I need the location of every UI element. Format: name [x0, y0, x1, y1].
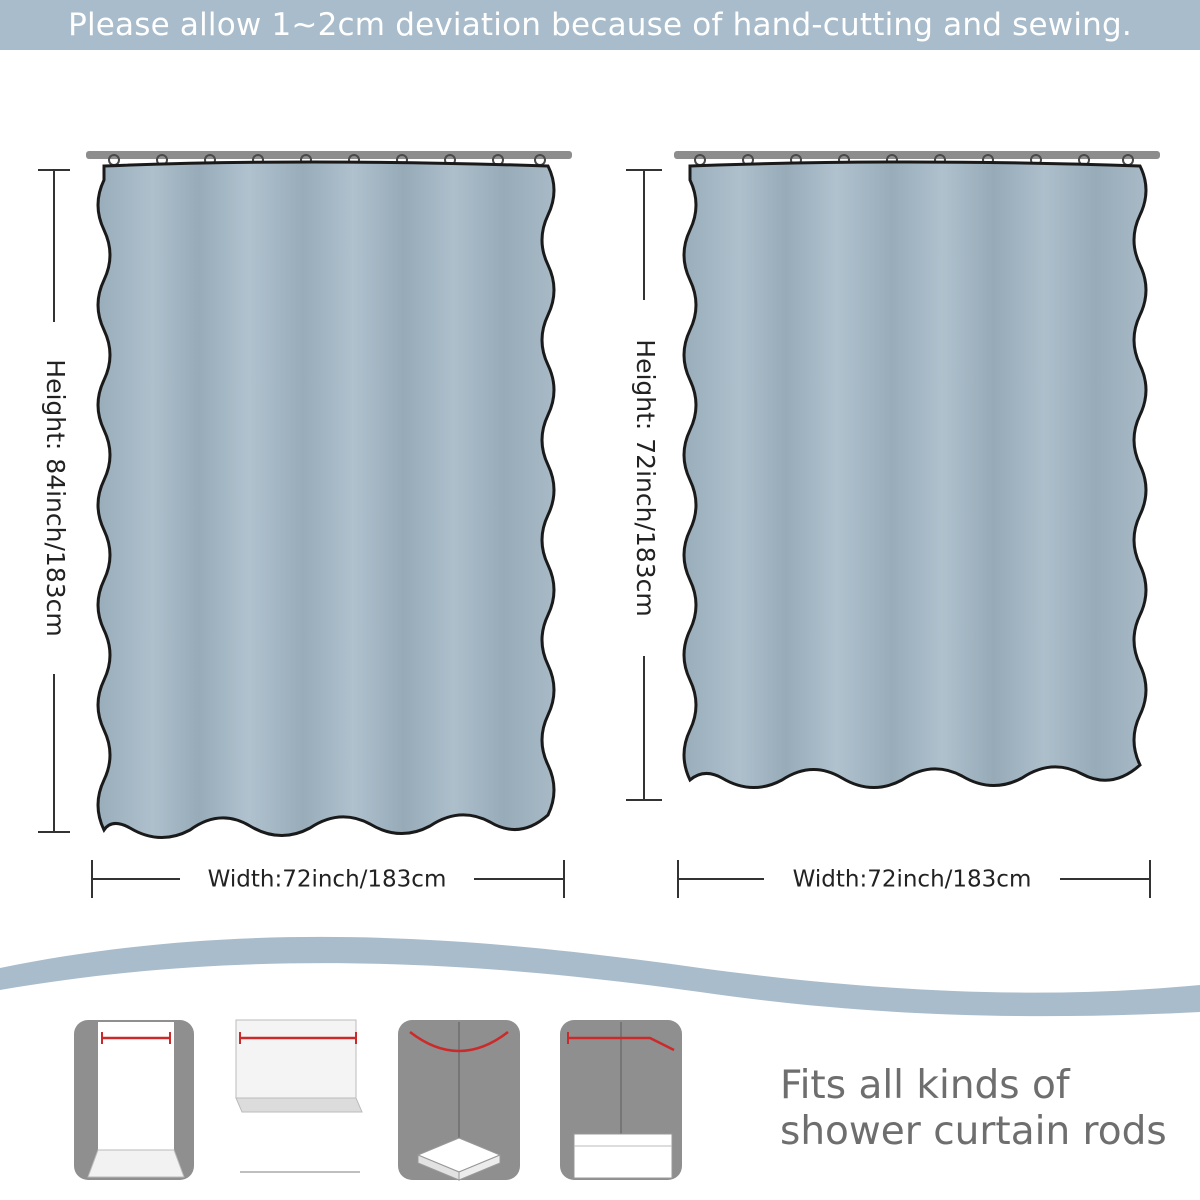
width-label: Width:72inch/183cm	[793, 867, 1032, 893]
l-shaped-rod-icon	[560, 1020, 682, 1180]
tagline-line-1: Fits all kinds of	[780, 1063, 1070, 1108]
height-dimension-line	[38, 169, 70, 833]
straight-rod-shower-icon	[74, 1020, 194, 1180]
curtain-fabric	[682, 160, 1148, 790]
curved-corner-rod-icon	[398, 1020, 520, 1181]
width-dimension-line	[91, 860, 565, 898]
curtain-rod	[674, 151, 1160, 159]
width-dimension-line	[677, 860, 1151, 898]
compatibility-tagline: Fits all kinds of shower curtain rods	[780, 1063, 1180, 1155]
height-label: Height: 72inch/183cm	[631, 339, 660, 616]
curtain-rod	[86, 151, 572, 159]
height-dimension-line	[626, 169, 662, 801]
curtain-72-inch: Height: 72inch/183cm Width:72inch/183cm	[626, 151, 1160, 898]
decorative-wave	[0, 936, 1200, 1017]
height-label: Height: 84inch/183cm	[41, 359, 70, 636]
width-label: Width:72inch/183cm	[208, 867, 447, 893]
curtain-fabric	[96, 160, 556, 840]
top-banner	[0, 0, 1200, 50]
deviation-notice: Please allow 1~2cm deviation because of …	[68, 7, 1132, 43]
tension-rod-bathtub-icon	[235, 1019, 363, 1173]
tagline-line-2: shower curtain rods	[780, 1109, 1167, 1154]
curtain-84-inch: Height: 84inch/183cm Width:72inch/183cm	[38, 151, 572, 898]
